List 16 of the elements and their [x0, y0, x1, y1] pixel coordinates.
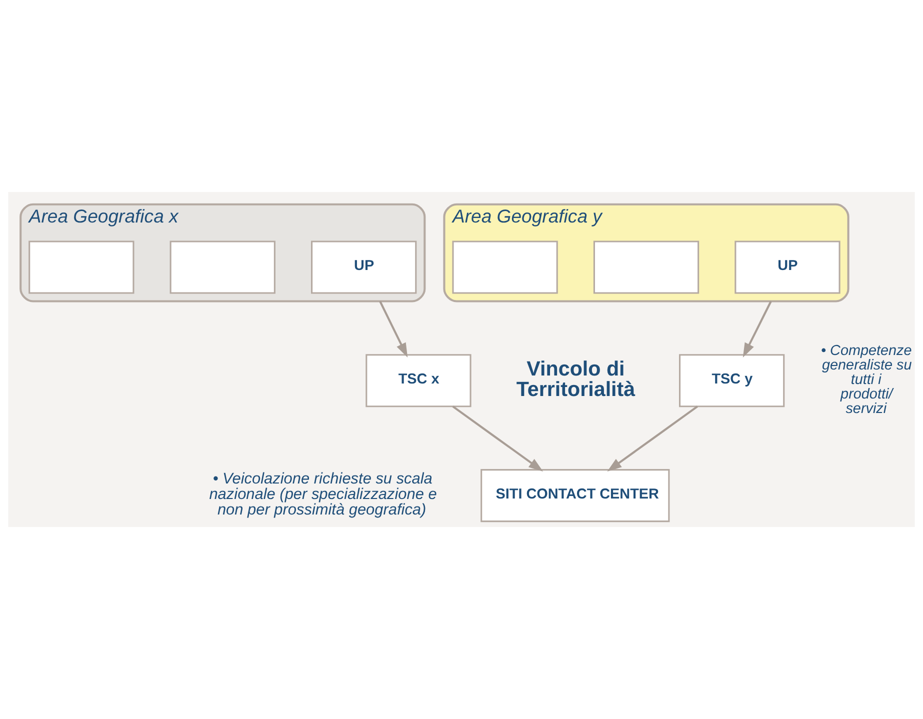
node-box: TSC y	[679, 354, 785, 408]
arrow	[742, 300, 772, 358]
label: Vincolo di Territorialità	[516, 357, 636, 402]
node-box	[28, 240, 134, 294]
arrow	[607, 406, 698, 472]
arrow	[452, 406, 544, 472]
node-box: SITI CONTACT CENTER	[480, 469, 670, 522]
node-box: UP	[311, 240, 417, 294]
node-box	[452, 240, 558, 294]
node-box	[170, 240, 276, 294]
label: • Veicolazione richieste su scala nazionale (per specializzazione e non per prossimità geografica)	[209, 470, 437, 519]
node-box: TSC x	[366, 354, 472, 408]
node-box: UP	[734, 240, 840, 294]
arrow	[379, 300, 408, 358]
node-label: • Competenze generaliste su tutti i prodotti/ servizi	[820, 343, 912, 417]
node-box	[593, 240, 700, 294]
